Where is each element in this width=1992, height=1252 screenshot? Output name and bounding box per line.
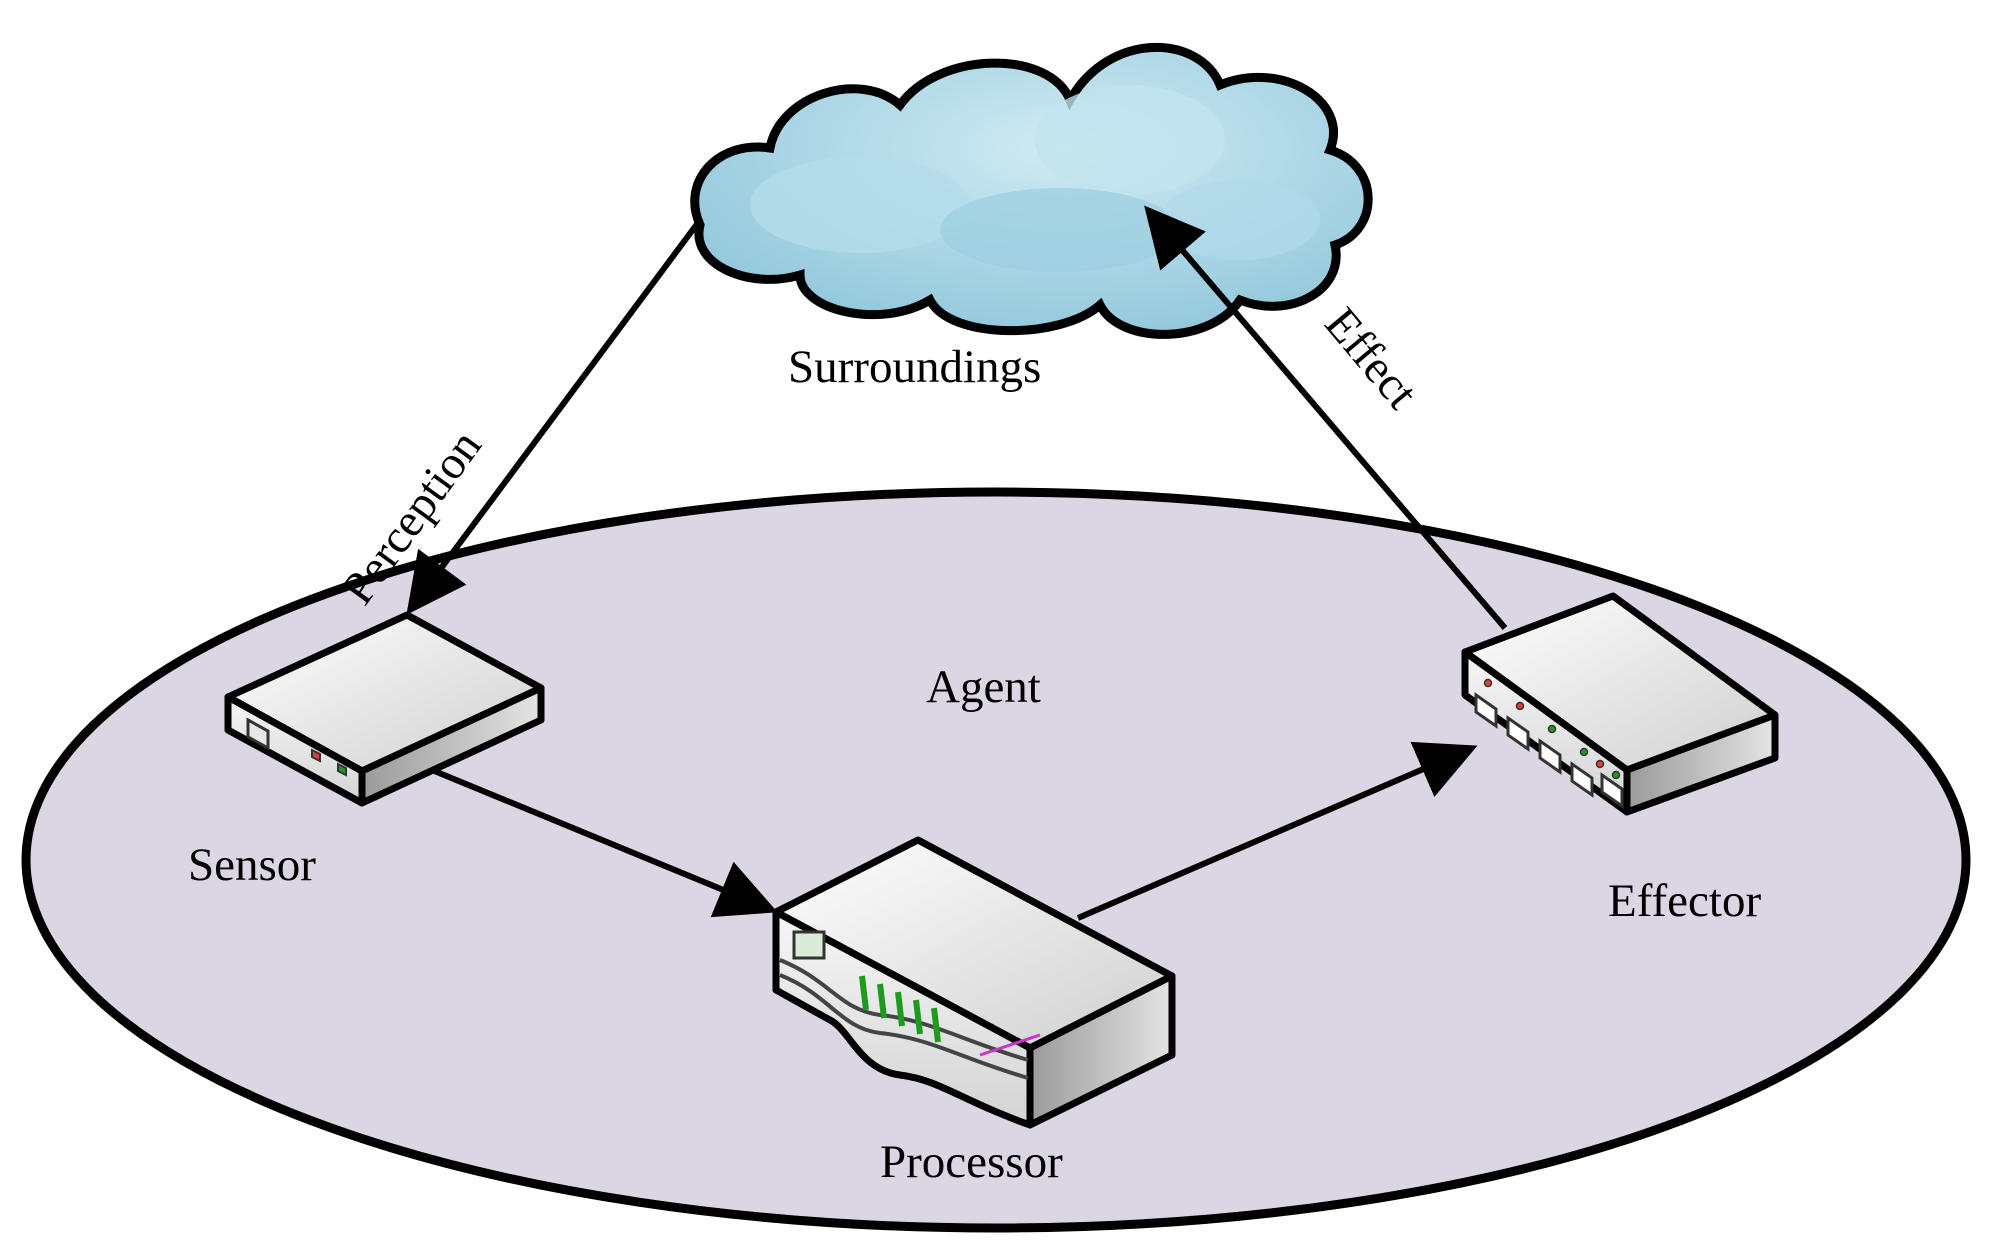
sensor-label: Sensor — [188, 839, 316, 891]
perception-arrow — [406, 218, 703, 615]
network-switch-icon — [1461, 592, 1779, 816]
surroundings-label: Surroundings — [788, 341, 1041, 393]
server-device-icon — [772, 836, 1176, 1129]
processor-to-effector-arrow — [1076, 741, 1478, 921]
agent-label: Agent — [926, 661, 1041, 713]
modem-device-icon — [224, 611, 545, 807]
processor-label: Processor — [880, 1136, 1063, 1188]
effect-label: Effect — [1315, 298, 1428, 419]
cloud-icon — [690, 42, 1373, 339]
effector-label: Effector — [1608, 875, 1761, 927]
agent-region — [21, 487, 1971, 1233]
sensor-to-processor-arrow — [430, 767, 778, 918]
effect-arrow — [1144, 205, 1508, 630]
